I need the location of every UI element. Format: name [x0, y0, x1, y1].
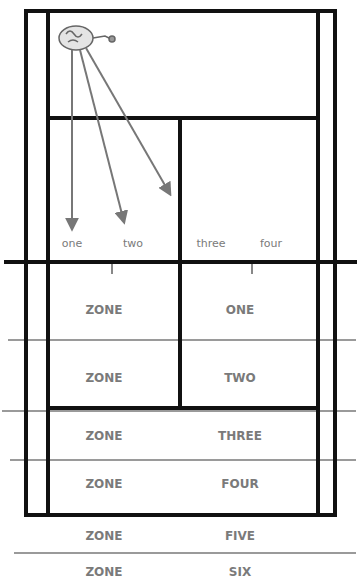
- player-detail: [66, 31, 82, 42]
- shot-label: three: [196, 238, 225, 249]
- zone-label: ZONE: [85, 372, 122, 384]
- zone-line: [10, 459, 356, 461]
- zone-label: ZONE: [85, 304, 122, 316]
- shot-arrow: [71, 50, 73, 229]
- shot-label: four: [260, 238, 282, 249]
- shot-label: one: [62, 238, 82, 249]
- shot-label: two: [123, 238, 143, 249]
- zone-label: FIVE: [225, 530, 255, 542]
- net-ticks: [112, 264, 252, 274]
- player-body: [59, 26, 93, 50]
- center-line: [178, 118, 182, 262]
- zone-label: ZONE: [85, 478, 122, 490]
- zone-label: SIX: [229, 566, 251, 578]
- zone-label: FOUR: [221, 478, 258, 490]
- zone-label: ZONE: [85, 530, 122, 542]
- shuttle: [109, 36, 115, 42]
- zone-label: ZONE: [85, 566, 122, 578]
- player-figure: [59, 26, 115, 50]
- zone-label: ZONE: [85, 430, 122, 442]
- service-line: [48, 116, 318, 120]
- zone-line: [2, 410, 356, 412]
- zone-label: THREE: [218, 430, 262, 442]
- zone-label: TWO: [224, 372, 256, 384]
- zone-label: ONE: [226, 304, 254, 316]
- tick: [251, 264, 253, 274]
- court-lines: [4, 11, 357, 515]
- shot-arrows: [72, 48, 170, 229]
- tick: [111, 264, 113, 274]
- zone-line: [14, 552, 356, 554]
- center-line: [178, 262, 182, 408]
- service-line: [48, 406, 318, 410]
- shot-arrow: [86, 48, 170, 194]
- net-line: [4, 260, 357, 264]
